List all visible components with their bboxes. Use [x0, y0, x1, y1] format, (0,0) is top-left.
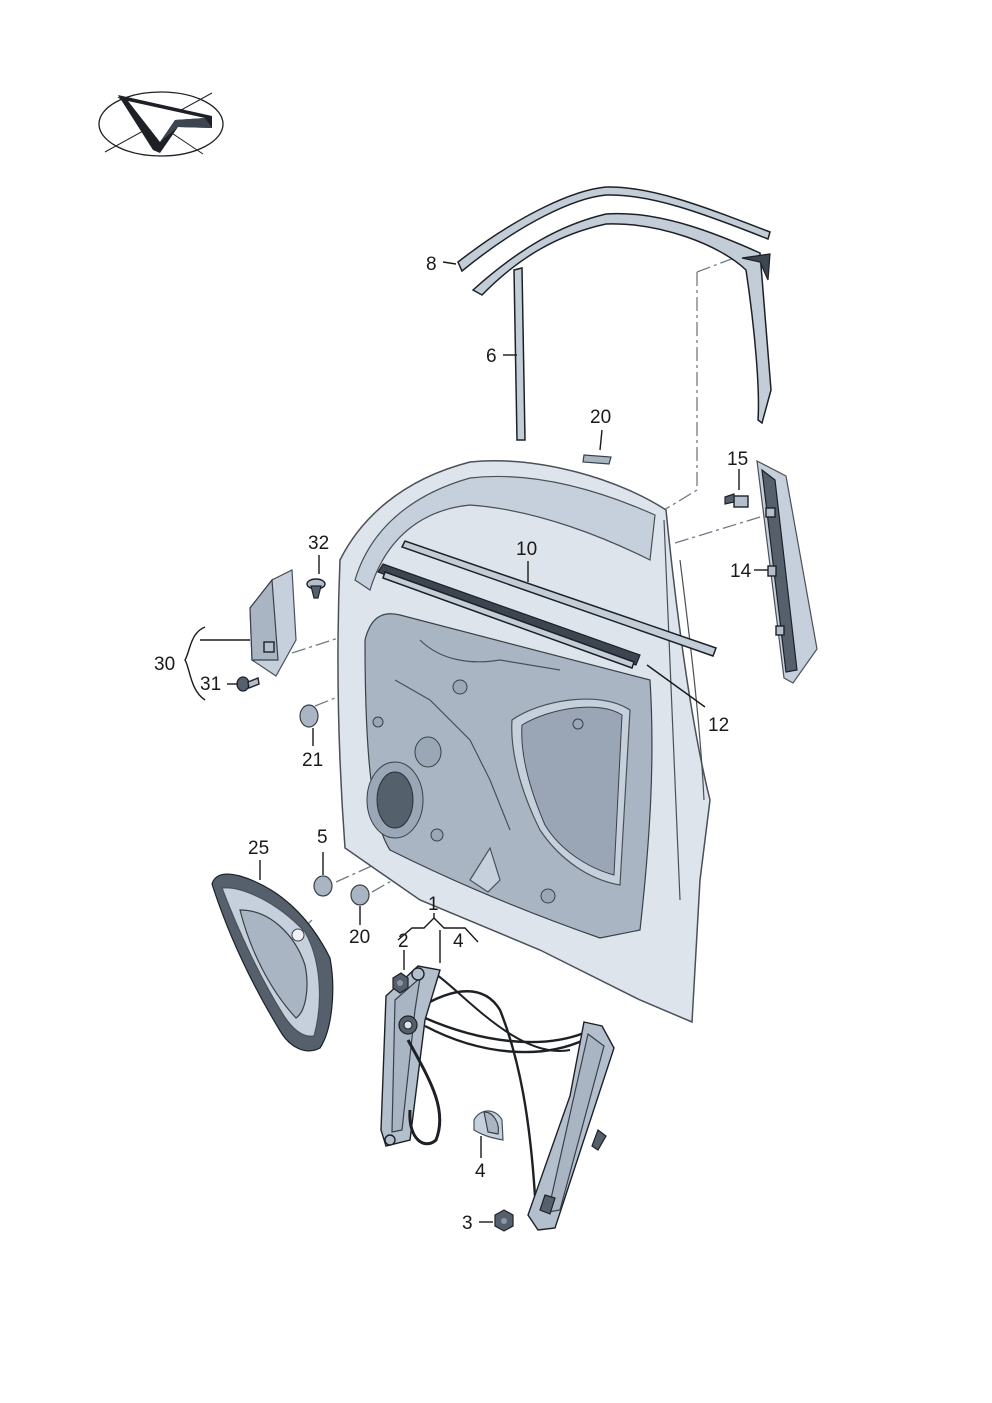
callout-30: 30	[154, 654, 175, 675]
plug-5	[313, 875, 333, 897]
cable-clip	[473, 1110, 504, 1141]
callout-31: 31	[200, 674, 221, 695]
nut-2	[392, 972, 409, 994]
callout-10: 10	[516, 539, 537, 560]
callout-2: 2	[398, 931, 409, 952]
beltline-seal-outer	[400, 540, 717, 657]
frame-seal-dark-edge	[741, 253, 771, 281]
callout-25: 25	[248, 838, 269, 859]
callout-20-top: 20	[590, 407, 611, 428]
mirror-bracket	[249, 569, 297, 677]
plug-20	[350, 884, 370, 906]
callouts: 8 6 20 10 12 14 15 32 30 31 21 5 25 20 1…	[154, 254, 752, 1234]
callout-4-bottom: 4	[475, 1161, 486, 1182]
callout-8: 8	[426, 254, 437, 275]
callout-20-bottom: 20	[349, 927, 370, 948]
callout-1: 1	[428, 894, 439, 915]
callout-5: 5	[317, 827, 328, 848]
frame-seal-inner	[471, 212, 772, 425]
callout-6: 6	[486, 346, 497, 367]
adhesive-patch-top	[582, 454, 612, 465]
frame-seal-pillar	[513, 267, 526, 441]
callout-32: 32	[308, 533, 329, 554]
callout-4-top: 4	[453, 931, 464, 952]
sealing-frame	[211, 873, 334, 1052]
callout-15: 15	[727, 449, 748, 470]
door-shell	[337, 460, 711, 1024]
screw	[236, 676, 260, 692]
push-clip	[306, 578, 326, 599]
callout-3: 3	[462, 1213, 473, 1234]
leader-lines	[184, 261, 768, 1223]
clip-part	[724, 493, 749, 508]
callout-12: 12	[708, 715, 729, 736]
window-regulator	[380, 965, 615, 1231]
roof-seal-outer	[457, 186, 771, 273]
nut-3	[494, 1209, 514, 1232]
callout-21: 21	[302, 750, 323, 771]
plug-21	[299, 704, 319, 728]
orientation-arrow-icon	[98, 91, 224, 157]
callout-14: 14	[730, 561, 752, 582]
